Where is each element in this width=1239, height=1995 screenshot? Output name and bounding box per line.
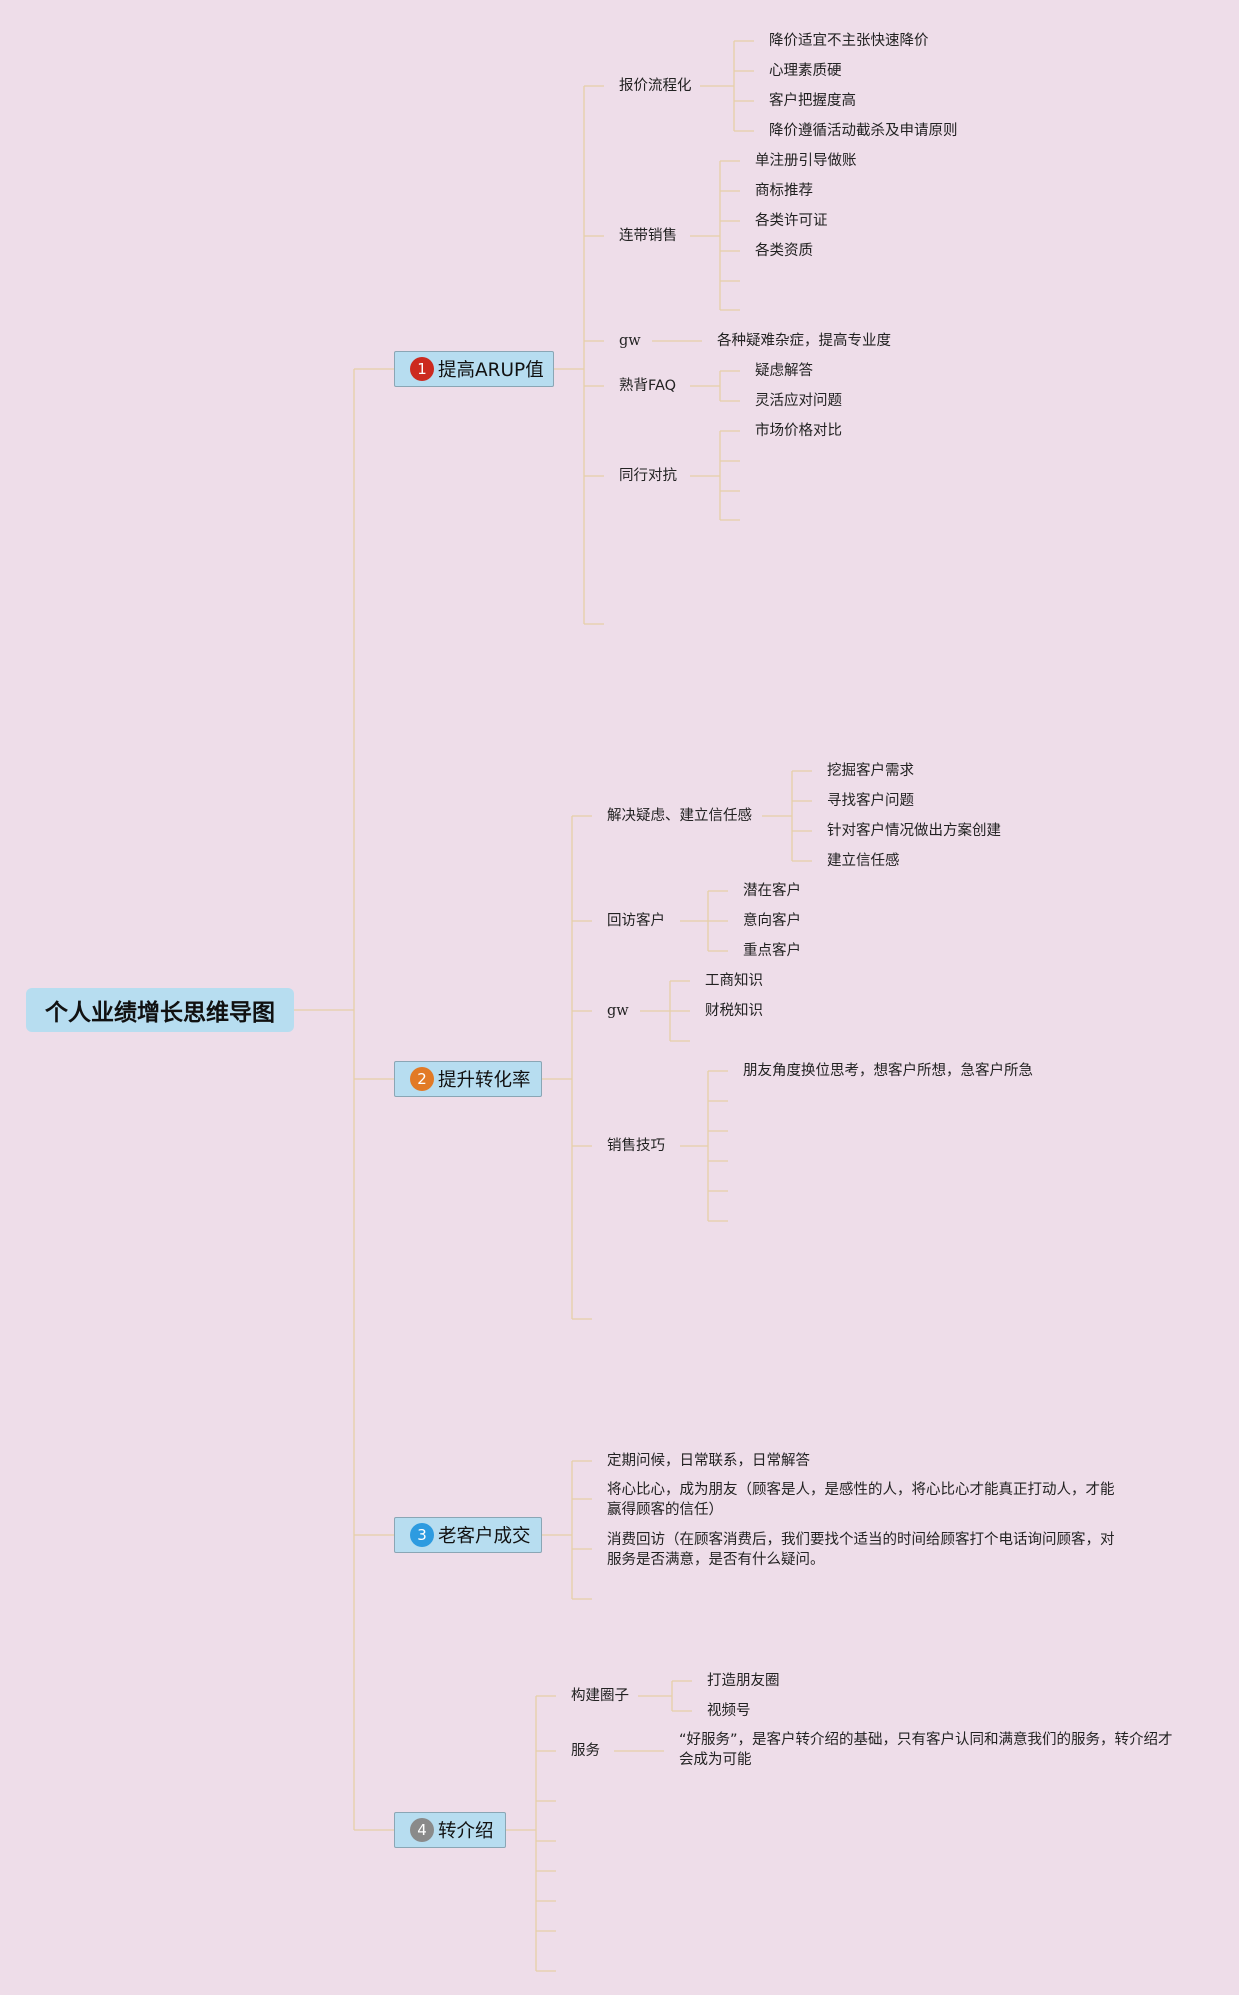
leaf-node[interactable]: 重点客户 xyxy=(743,943,801,959)
leaf-node[interactable]: 针对客户情况做出方案创建 xyxy=(827,823,1001,839)
sub-node-faq[interactable]: 熟背FAQ xyxy=(619,378,677,394)
leaf-node[interactable]: 降价遵循活动截杀及申请原则 xyxy=(769,123,958,139)
branch-label: 提升转化率 xyxy=(438,1070,531,1091)
leaf-node[interactable]: 灵活应对问题 xyxy=(755,393,842,409)
leaf-node[interactable]: 降价适宜不主张快速降价 xyxy=(769,33,929,49)
leaf-node[interactable]: 各类许可证 xyxy=(755,213,828,229)
branch-node-3[interactable]: 3 老客户成交 xyxy=(394,1517,542,1553)
sub-node-circle[interactable]: 构建圈子 xyxy=(571,1688,629,1704)
sub-node-gw[interactable]: gw xyxy=(619,333,641,349)
sub-node-service[interactable]: 服务 xyxy=(571,1743,600,1759)
sub-node-cross-sell[interactable]: 连带销售 xyxy=(619,228,677,244)
leaf-node[interactable]: 寻找客户问题 xyxy=(827,793,914,809)
number-3-icon: 3 xyxy=(410,1523,434,1547)
leaf-node[interactable]: 消费回访（在顾客消费后，我们要找个适当的时间给顾客打个电话询问顾客，对服务是否满… xyxy=(607,1532,1115,1568)
leaf-node[interactable]: 建立信任感 xyxy=(827,853,900,869)
leaf-node[interactable]: 商标推荐 xyxy=(755,183,813,199)
branch-node-1[interactable]: 1 提高ARUP值 xyxy=(394,351,554,387)
leaf-node[interactable]: 工商知识 xyxy=(705,973,763,989)
branch-label: 提高ARUP值 xyxy=(438,360,544,381)
sub-node-competition[interactable]: 同行对抗 xyxy=(619,468,677,484)
leaf-node[interactable]: 潜在客户 xyxy=(743,883,801,899)
number-1-icon: 1 xyxy=(410,357,434,381)
leaf-node[interactable]: 财税知识 xyxy=(705,1003,763,1019)
leaf-node[interactable]: 市场价格对比 xyxy=(755,423,842,439)
number-2-icon: 2 xyxy=(410,1067,434,1091)
leaf-node[interactable]: “好服务”，是客户转介绍的基础，只有客户认同和满意我们的服务，转介绍才会成为可能 xyxy=(679,1732,1173,1768)
branch-label: 转介绍 xyxy=(438,1821,494,1842)
branch-node-2[interactable]: 2 提升转化率 xyxy=(394,1061,542,1097)
leaf-node[interactable]: 打造朋友圈 xyxy=(707,1673,780,1689)
leaf-node[interactable]: 各类资质 xyxy=(755,243,813,259)
leaf-node[interactable]: 疑虑解答 xyxy=(755,363,813,379)
root-node[interactable]: 个人业绩增长思维导图 xyxy=(26,988,294,1032)
leaf-node[interactable]: 将心比心，成为朋友（顾客是人，是感性的人，将心比心才能真正打动人，才能赢得顾客的… xyxy=(607,1482,1115,1518)
sub-node-sales-skills[interactable]: 销售技巧 xyxy=(607,1138,665,1154)
sub-node-trust[interactable]: 解决疑虑、建立信任感 xyxy=(607,808,752,824)
leaf-node[interactable]: 各种疑难杂症，提高专业度 xyxy=(717,333,891,349)
leaf-node[interactable]: 意向客户 xyxy=(743,913,801,929)
sub-node-gw[interactable]: gw xyxy=(607,1003,629,1019)
branch-node-4[interactable]: 4 转介绍 xyxy=(394,1812,506,1848)
leaf-node[interactable]: 客户把握度高 xyxy=(769,93,856,109)
sub-node-pricing[interactable]: 报价流程化 xyxy=(619,78,692,94)
leaf-node[interactable]: 视频号 xyxy=(707,1703,751,1719)
number-4-icon: 4 xyxy=(410,1818,434,1842)
leaf-node[interactable]: 挖掘客户需求 xyxy=(827,763,914,779)
leaf-node[interactable]: 定期问候，日常联系，日常解答 xyxy=(607,1453,810,1469)
branch-label: 老客户成交 xyxy=(438,1526,531,1547)
leaf-node[interactable]: 单注册引导做账 xyxy=(755,153,857,169)
leaf-node[interactable]: 朋友角度换位思考，想客户所想，急客户所急 xyxy=(743,1063,1033,1079)
sub-node-revisit[interactable]: 回访客户 xyxy=(607,913,665,929)
leaf-node[interactable]: 心理素质硬 xyxy=(769,63,842,79)
